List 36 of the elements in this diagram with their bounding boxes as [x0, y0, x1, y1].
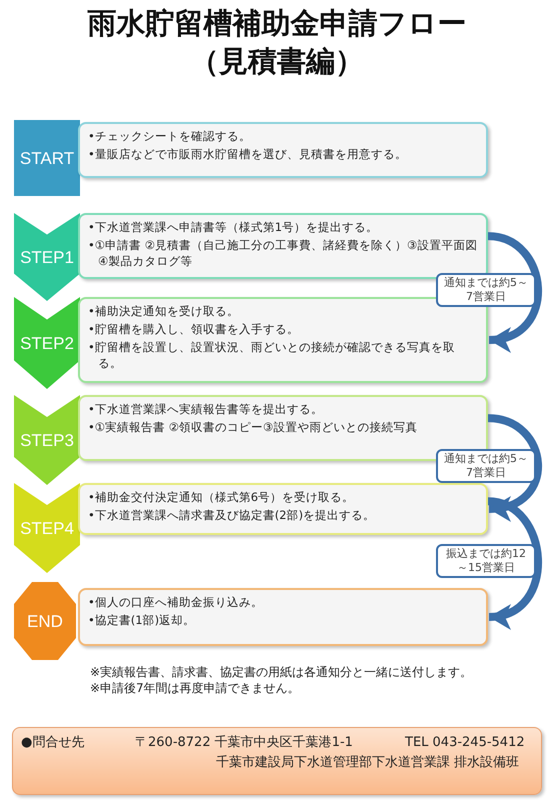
edge-label: 通知までは約5～7営業日 — [436, 448, 536, 483]
edge-label: 振込までは約12～15営業日 — [436, 544, 536, 578]
step-text: •①実績報告書 ②領収書のコピー③設置や雨どいとの接続写真 — [88, 419, 418, 435]
step-card — [78, 122, 488, 178]
step-label: STEP2 — [20, 334, 74, 352]
step-text: •補助決定通知を受け取る。 — [88, 303, 240, 319]
contact-text: 〒260-8722 千葉市中央区千葉港1-1 — [135, 734, 353, 752]
step-label: STEP4 — [20, 520, 74, 536]
contact-text: TEL 043-245-5412 — [405, 734, 525, 752]
title: 雨水貯留槽補助金申請フロー（見積書編） — [86, 5, 468, 80]
step-label: STEP1 — [20, 248, 74, 266]
step-label: END — [27, 612, 63, 630]
curved-arrow — [487, 497, 542, 627]
step-label: STEP3 — [20, 432, 74, 448]
note-text: ※申請後7年間は再度申請できません。 — [90, 680, 301, 696]
step-text: •補助金交付決定通知（様式第6号）を受け取る。 — [88, 489, 356, 505]
step-text: •下水道営業課へ申請書等（様式第1号）を提出する。 — [88, 219, 380, 235]
step-text: •量販店などで市販雨水貯留槽を選び、見積書を用意する。 — [88, 146, 408, 162]
contact-text: ●問合せ先 — [21, 734, 84, 752]
step-text: •貯留槽を購入し、領収書を入手する。 — [88, 321, 300, 337]
step-text: •下水道営業課へ請求書及び協定書(2部)を提出する。 — [88, 507, 376, 523]
step-label: START — [20, 150, 74, 166]
contact-text: 千葉市建設局下水道管理部下水道営業課 排水設備班 — [216, 754, 519, 772]
step-text: •チェックシートを確認する。 — [88, 128, 252, 144]
step-text: •下水道営業課へ実績報告書等を提出する。 — [88, 401, 324, 417]
step-text: •貯留槽を設置し、設置状況、雨どいとの接続が確認できる写真を取る。 — [88, 339, 456, 371]
edge-label: 通知までは約5～7営業日 — [436, 273, 536, 308]
contact-panel — [12, 727, 542, 795]
curved-arrow — [488, 414, 542, 520]
step-text: •協定書(1部)返却。 — [88, 612, 196, 628]
note-text: ※実績報告書、請求書、協定書の用紙は各通知分と一緒に送付します。 — [90, 664, 474, 680]
step-text: •個人の口座へ補助金振り込み。 — [88, 594, 264, 610]
step-card — [78, 483, 488, 535]
step-text: •①申請書 ②見積書（自己施工分の工事費、諸経費を除く）③設置平面図 ④製品カタログ等 — [88, 237, 478, 269]
step-card — [78, 588, 488, 646]
curved-arrow — [487, 232, 542, 350]
